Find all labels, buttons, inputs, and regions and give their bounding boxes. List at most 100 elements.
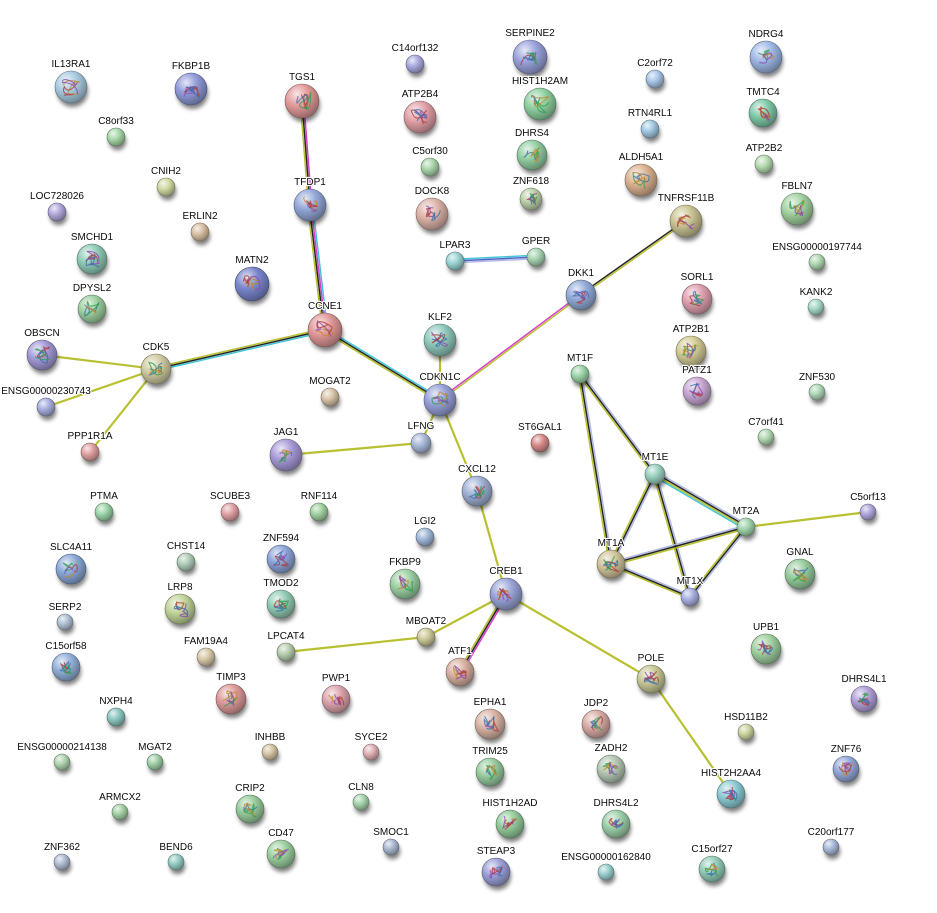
protein-node[interactable] [807,298,826,320]
protein-node[interactable] [445,251,466,275]
protein-node[interactable] [624,163,659,201]
protein-node[interactable] [405,54,426,78]
interaction-edge[interactable] [505,593,652,680]
protein-node[interactable] [474,708,507,744]
protein-node[interactable] [423,323,458,361]
protein-node[interactable] [519,187,544,215]
protein-node[interactable] [645,69,666,93]
protein-node[interactable] [261,743,280,765]
protein-node[interactable] [416,627,437,651]
protein-node[interactable] [284,83,320,122]
protein-node[interactable] [675,335,708,371]
protein-node[interactable] [196,647,217,671]
interaction-edge[interactable] [608,472,658,566]
protein-node[interactable] [56,613,75,635]
protein-node[interactable] [47,202,68,226]
protein-node[interactable] [495,809,526,843]
interaction-edge[interactable] [454,254,537,264]
protein-node[interactable] [754,154,775,178]
protein-node[interactable] [681,283,714,319]
protein-node[interactable] [445,657,476,691]
protein-node[interactable] [523,87,558,125]
protein-node[interactable] [640,119,661,143]
protein-node[interactable] [526,247,547,271]
interaction-edge[interactable] [285,441,422,457]
protein-node[interactable] [601,809,632,843]
protein-node[interactable] [748,98,779,132]
protein-node[interactable] [164,593,197,629]
protein-node[interactable] [53,853,72,875]
protein-node[interactable] [596,754,627,788]
protein-node[interactable] [757,428,776,450]
protein-node[interactable] [266,589,297,623]
protein-node[interactable] [644,463,667,489]
protein-node[interactable] [362,743,381,765]
protein-node[interactable] [516,139,549,175]
protein-node[interactable] [307,312,343,351]
protein-node[interactable] [55,553,88,589]
protein-node[interactable] [489,577,524,615]
protein-node[interactable] [415,197,450,235]
protein-node[interactable] [481,857,512,891]
protein-node[interactable] [784,558,817,594]
protein-node[interactable] [808,253,827,275]
interaction-edge[interactable] [155,327,326,372]
protein-node[interactable] [581,709,612,743]
interaction-edge[interactable] [89,368,157,453]
protein-node[interactable] [749,40,784,78]
protein-node[interactable] [26,339,59,375]
protein-node[interactable] [320,387,341,411]
protein-node[interactable] [54,70,89,108]
protein-node[interactable] [420,157,441,181]
protein-node[interactable] [382,838,401,860]
protein-node[interactable] [51,652,82,686]
protein-node[interactable] [403,100,438,138]
protein-node[interactable] [596,549,627,583]
protein-node[interactable] [77,294,108,328]
protein-node[interactable] [461,475,494,511]
protein-node[interactable] [565,279,598,315]
protein-node[interactable] [822,838,841,860]
protein-node[interactable] [111,803,130,825]
interaction-edge[interactable] [306,204,329,331]
protein-node[interactable] [235,794,266,828]
protein-node[interactable] [682,376,713,410]
protein-node[interactable] [570,364,591,388]
protein-node[interactable] [597,863,616,885]
interaction-edge[interactable] [652,473,693,598]
interaction-edge[interactable] [285,635,427,654]
protein-node[interactable] [309,502,330,526]
protein-node[interactable] [293,188,328,226]
protein-node[interactable] [850,685,879,717]
interaction-edge[interactable] [745,510,869,529]
protein-node[interactable] [636,664,667,698]
protein-node[interactable] [156,177,177,201]
interaction-edge[interactable] [578,372,657,476]
interaction-edge[interactable] [653,471,748,530]
protein-node[interactable] [215,683,248,719]
protein-node[interactable] [669,204,704,242]
protein-node[interactable] [140,353,173,389]
protein-node[interactable] [415,527,436,551]
protein-node[interactable] [174,72,209,110]
protein-node[interactable] [750,633,783,669]
protein-node[interactable] [106,707,127,731]
protein-node[interactable] [266,544,297,578]
interaction-edge[interactable] [610,524,747,567]
protein-node[interactable] [512,39,548,78]
protein-node[interactable] [276,642,297,666]
protein-node[interactable] [53,753,72,775]
protein-node[interactable] [106,127,127,151]
protein-node[interactable] [146,753,165,775]
protein-node[interactable] [832,755,861,787]
protein-node[interactable] [530,433,551,457]
protein-node[interactable] [234,266,270,305]
protein-node[interactable] [321,684,352,718]
protein-node[interactable] [716,779,747,813]
protein-node[interactable] [736,517,757,541]
interaction-edge[interactable] [650,678,732,795]
protein-node[interactable] [176,552,197,576]
protein-node[interactable] [190,222,211,246]
protein-node[interactable] [352,793,371,815]
